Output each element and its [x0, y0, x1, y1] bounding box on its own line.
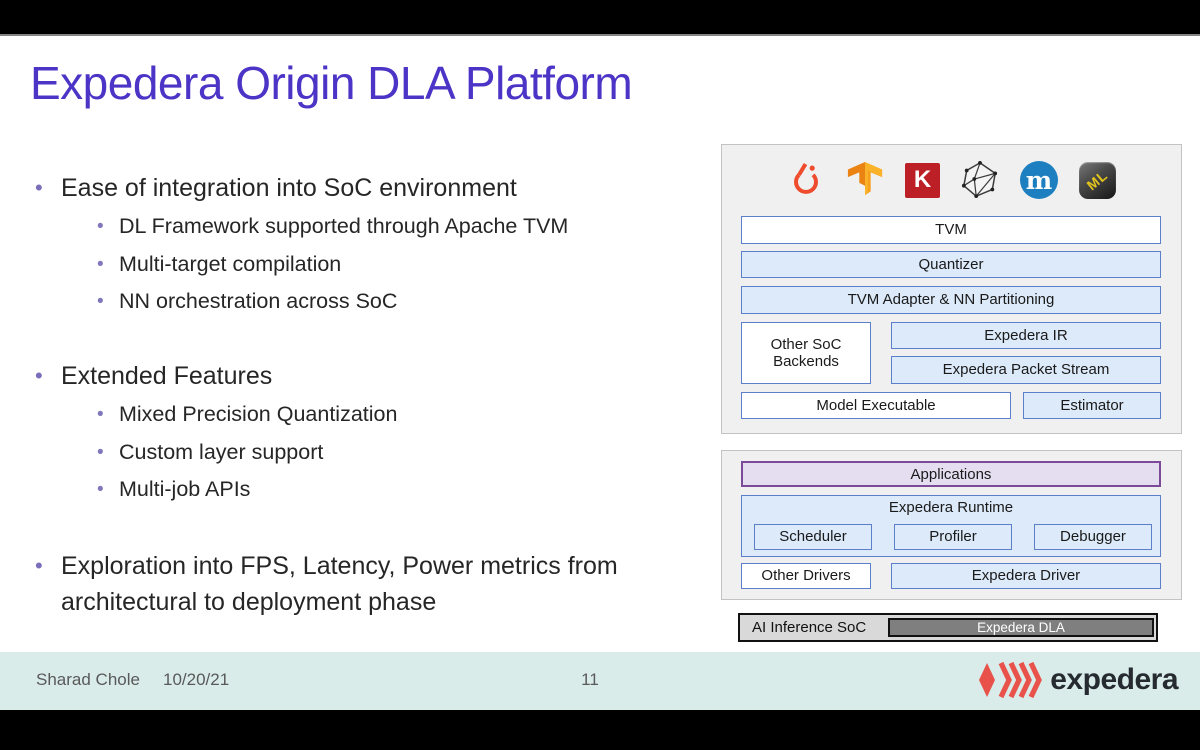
framework-icon-row: K m	[722, 161, 1181, 199]
bullet-subitem: • DL Framework supported through Apache …	[97, 208, 725, 246]
runtime-label: Expedera Runtime	[888, 499, 1014, 516]
bullet-dot-icon: •	[35, 363, 43, 388]
pytorch-icon	[787, 161, 825, 199]
expedera-logo: expedera	[978, 660, 1178, 700]
onnx-icon	[961, 161, 999, 199]
bullet-dot-icon: •	[97, 479, 104, 500]
bullet-group-exploration: • Exploration into FPS, Latency, Power m…	[35, 548, 725, 620]
bullet-text: Extended Features	[61, 362, 273, 390]
expedera-dla-box: Expedera DLA	[888, 618, 1154, 637]
box-quantizer: Quantizer	[741, 251, 1161, 278]
bullet-dot-icon: •	[97, 441, 104, 463]
bullet-group-integration: • Ease of integration into SoC environme…	[35, 170, 725, 321]
divider-line	[0, 34, 1200, 36]
box-applications: Applications	[741, 461, 1161, 487]
bullet-text: Multi-job APIs	[119, 477, 251, 501]
bullet-item: • Extended Features	[35, 358, 725, 394]
letterbox-top	[0, 0, 1200, 34]
bullet-subitem: • Multi-job APIs	[97, 471, 725, 509]
box-other-soc-backends: Other SoC Backends	[741, 322, 871, 384]
bullet-dot-icon: •	[97, 291, 104, 312]
box-estimator: Estimator	[1023, 392, 1161, 419]
keras-icon: K	[905, 162, 940, 198]
box-scheduler: Scheduler	[754, 524, 872, 550]
bullet-group-features: • Extended Features • Mixed Precision Qu…	[35, 358, 725, 509]
toolchain-panel: K m	[721, 144, 1182, 434]
bullet-text: Ease of integration into SoC environment	[61, 174, 517, 202]
box-profiler: Profiler	[894, 524, 1012, 550]
bullet-subitem: • NN orchestration across SoC	[97, 283, 725, 321]
box-tvm: TVM	[741, 216, 1161, 244]
ai-inference-soc-bar: AI Inference SoC Expedera DLA	[738, 613, 1158, 642]
bullet-text: Multi-target compilation	[119, 251, 342, 276]
footer-date: 10/20/21	[163, 670, 230, 689]
bullet-dot-icon: •	[97, 404, 104, 425]
letterbox-bottom	[0, 710, 1200, 750]
bullet-dot-icon: •	[97, 253, 104, 275]
bullet-text: Exploration into FPS, Latency, Power met…	[61, 552, 618, 616]
box-expedera-ir: Expedera IR	[891, 322, 1161, 349]
bullet-text: DL Framework supported through Apache TV…	[119, 214, 569, 238]
box-tvm-adapter: TVM Adapter & NN Partitioning	[741, 286, 1161, 314]
expedera-logo-text: expedera	[1050, 663, 1178, 696]
bullet-text: Custom layer support	[119, 439, 324, 464]
bullet-subitem: • Mixed Precision Quantization	[97, 396, 725, 434]
page-title: Expedera Origin DLA Platform	[30, 57, 633, 109]
bullet-item: • Exploration into FPS, Latency, Power m…	[35, 548, 725, 620]
mxnet-icon: m	[1020, 161, 1058, 199]
footer-page-number: 11	[581, 670, 599, 689]
coreml-icon: ML	[1079, 161, 1116, 199]
bullet-dot-icon: •	[97, 216, 104, 237]
bullet-subitem: • Custom layer support	[97, 434, 725, 472]
box-expedera-runtime: Expedera Runtime Scheduler Profiler Debu…	[741, 495, 1161, 557]
footer-bar	[0, 652, 1200, 710]
box-expedera-packet-stream: Expedera Packet Stream	[891, 356, 1161, 384]
soc-label: AI Inference SoC	[752, 619, 867, 636]
bullet-item: • Ease of integration into SoC environme…	[35, 170, 725, 206]
runtime-panel: Applications Expedera Runtime Scheduler …	[721, 450, 1182, 600]
bullet-subitem: • Multi-target compilation	[97, 246, 725, 284]
box-model-executable: Model Executable	[741, 392, 1011, 419]
bullet-dot-icon: •	[35, 553, 43, 578]
box-expedera-driver: Expedera Driver	[891, 563, 1161, 589]
expedera-logo-mark	[979, 661, 1043, 699]
bullet-text: Mixed Precision Quantization	[119, 402, 398, 426]
box-other-drivers: Other Drivers	[741, 563, 871, 589]
box-debugger: Debugger	[1034, 524, 1152, 550]
tensorflow-icon	[846, 161, 884, 199]
bullet-text: NN orchestration across SoC	[119, 289, 398, 313]
footer-author: Sharad Chole	[36, 670, 140, 689]
bullet-dot-icon: •	[35, 175, 43, 200]
